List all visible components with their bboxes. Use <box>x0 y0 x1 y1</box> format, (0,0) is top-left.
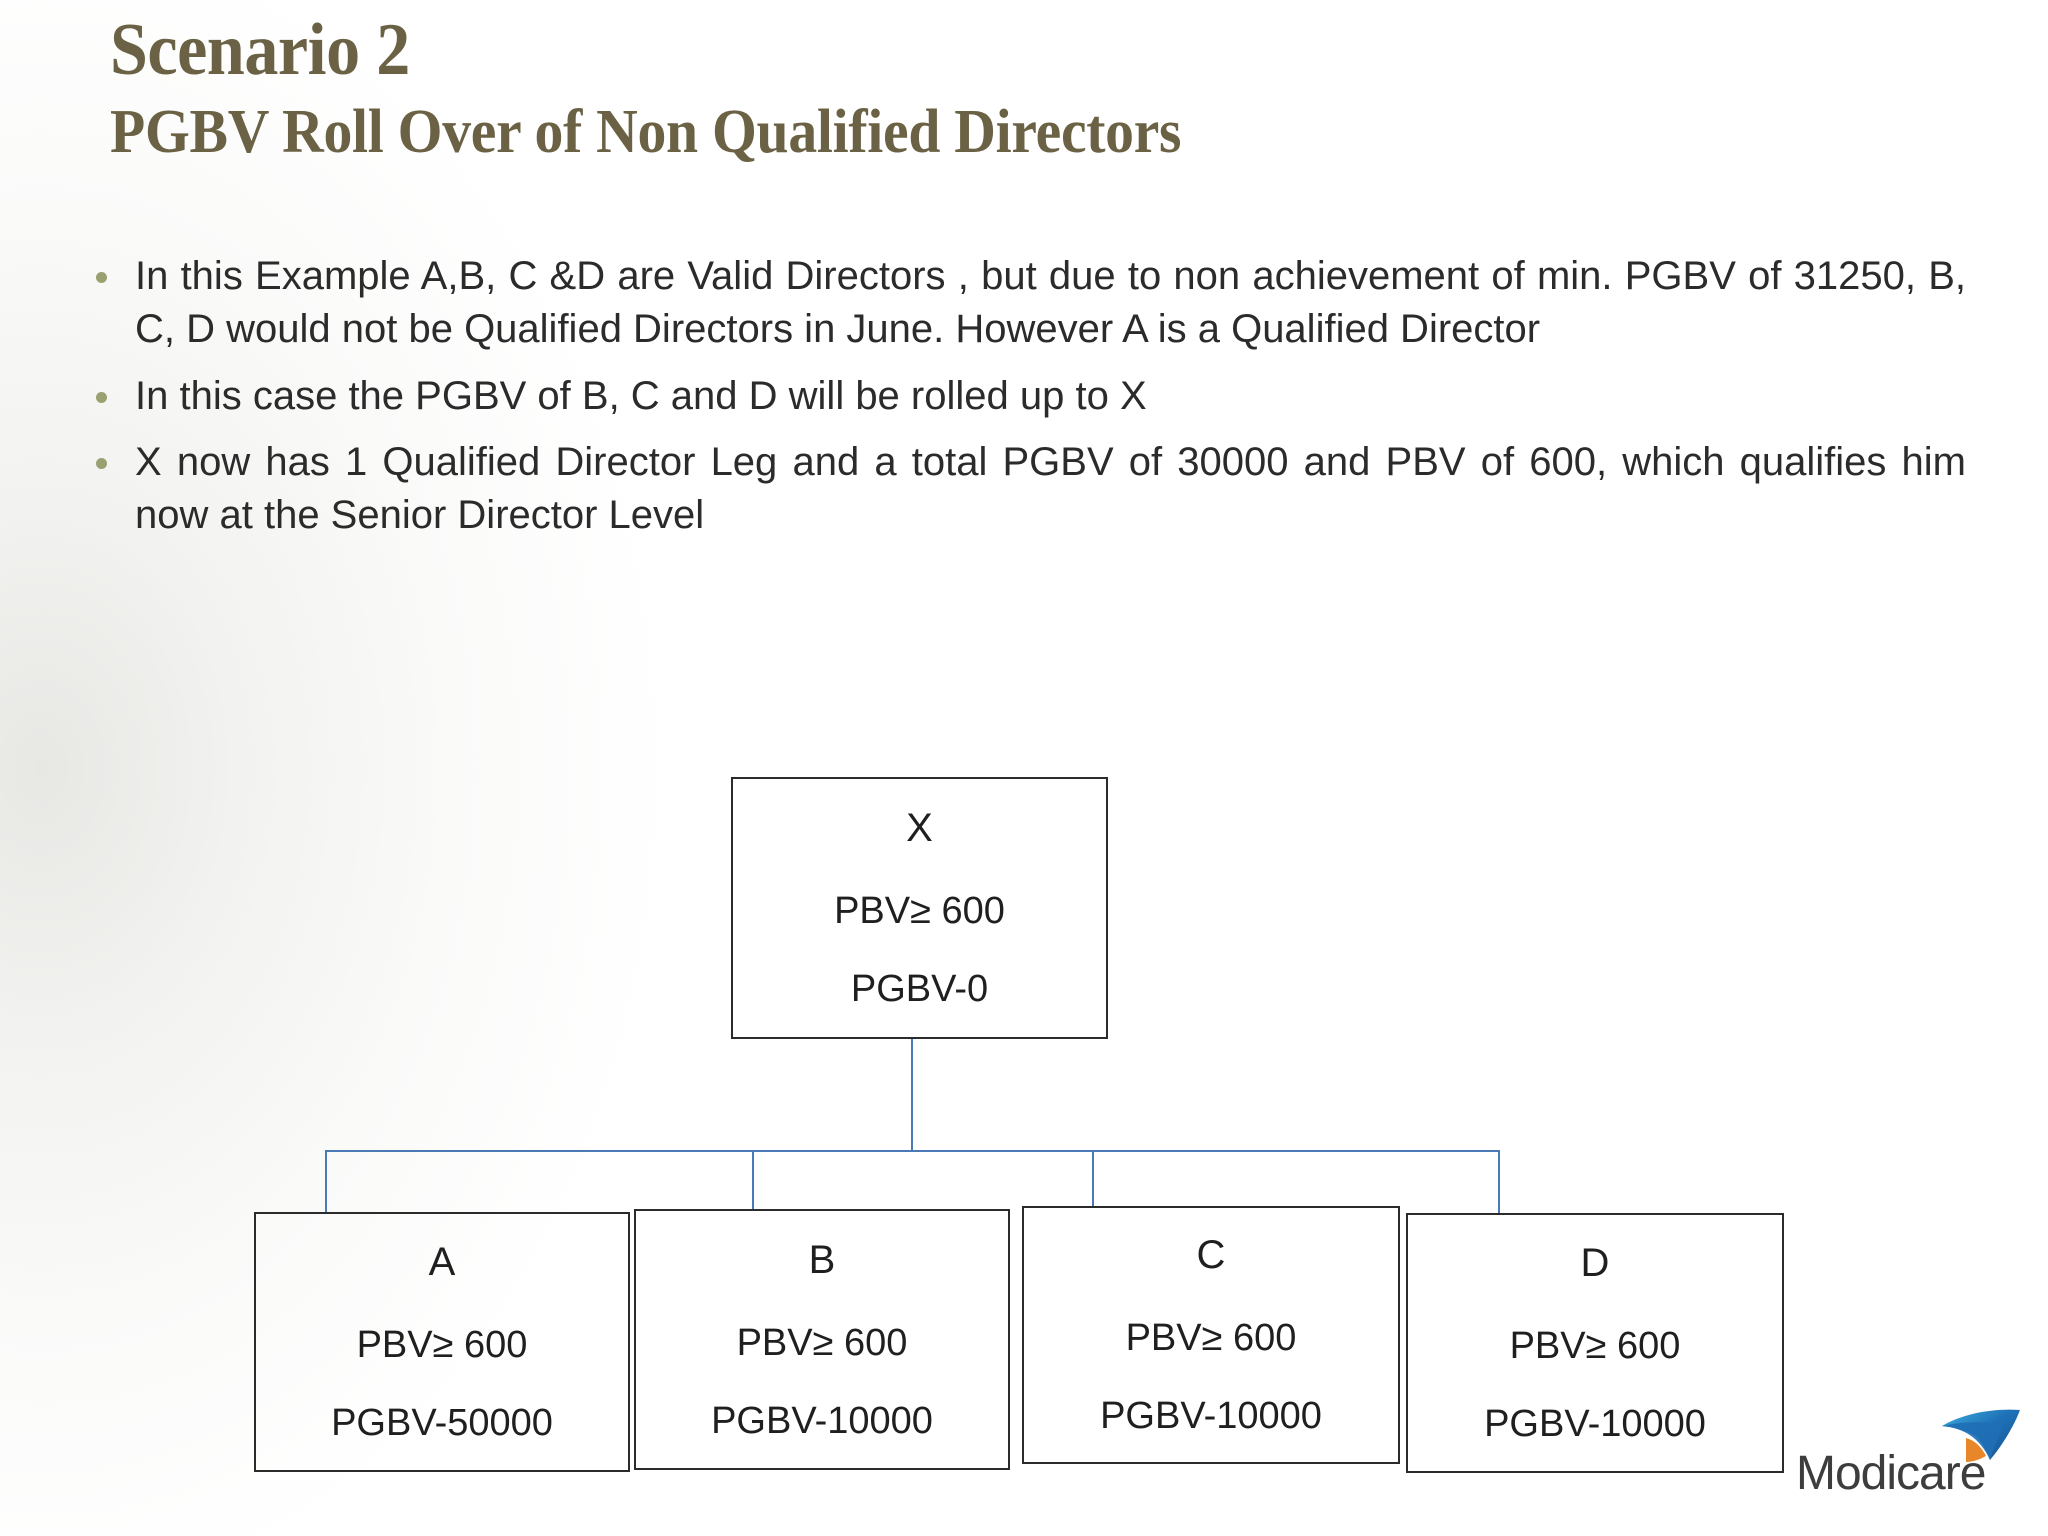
node-d-pgbv: PGBV-10000 <box>1484 1403 1706 1445</box>
list-item: In this Example A,B, C &D are Valid Dire… <box>96 250 1966 356</box>
connector-to-c <box>1092 1150 1094 1206</box>
node-b-pgbv: PGBV-10000 <box>711 1399 933 1442</box>
bullet-text: In this Example A,B, C &D are Valid Dire… <box>135 254 1966 351</box>
node-c-label: C <box>1196 1233 1226 1277</box>
node-x-label: X <box>906 806 933 850</box>
list-item: In this case the PGBV of B, C and D will… <box>96 370 1966 423</box>
node-c-pgbv: PGBV-10000 <box>1100 1395 1322 1437</box>
node-d-pbv: PBV≥ 600 <box>1509 1325 1681 1367</box>
bullet-text: In this case the PGBV of B, C and D will… <box>135 373 1147 418</box>
connector-root-down <box>911 1038 913 1152</box>
node-a[interactable]: A PBV≥ 600 PGBV-50000 <box>254 1212 630 1472</box>
bullet-text: X now has 1 Qualified Director Leg and a… <box>135 440 1966 538</box>
bullet-dot-icon <box>96 391 107 403</box>
node-b-label: B <box>808 1237 836 1282</box>
node-x-pbv: PBV≥ 600 <box>834 890 1005 932</box>
node-b[interactable]: B PBV≥ 600 PGBV-10000 <box>634 1209 1010 1470</box>
bullet-dot-icon <box>96 458 107 470</box>
node-a-pbv: PBV≥ 600 <box>356 1324 528 1366</box>
connector-to-a <box>325 1150 327 1212</box>
page-title: Scenario 2 <box>110 9 410 91</box>
node-a-label: A <box>428 1240 456 1284</box>
node-d[interactable]: D PBV≥ 600 PGBV-10000 <box>1406 1213 1784 1473</box>
node-b-pbv: PBV≥ 600 <box>736 1321 908 1364</box>
node-x[interactable]: X PBV≥ 600 PGBV-0 <box>731 777 1108 1039</box>
connector-horizontal-bar <box>325 1150 1500 1152</box>
slide-title-block: Scenario 2 PGBV Roll Over of Non Qualifi… <box>110 9 1910 166</box>
node-x-pgbv: PGBV-0 <box>850 968 989 1010</box>
node-a-pgbv: PGBV-50000 <box>331 1402 553 1444</box>
modicare-logo: Modicare <box>1786 1404 2028 1520</box>
bullet-dot-icon <box>96 272 107 283</box>
node-c[interactable]: C PBV≥ 600 PGBV-10000 <box>1022 1206 1400 1464</box>
node-d-label: D <box>1580 1241 1610 1285</box>
connector-to-d <box>1498 1150 1500 1214</box>
modicare-swoosh-icon <box>1942 1409 2020 1462</box>
node-c-pbv: PBV≥ 600 <box>1125 1317 1297 1359</box>
connector-to-b <box>752 1150 754 1210</box>
bullet-list: In this Example A,B, C &D are Valid Dire… <box>96 250 1966 556</box>
page-subtitle: PGBV Roll Over of Non Qualified Director… <box>110 97 1182 166</box>
list-item: X now has 1 Qualified Director Leg and a… <box>96 436 1966 542</box>
logo-wordmark: Modicare <box>1796 1447 1986 1500</box>
